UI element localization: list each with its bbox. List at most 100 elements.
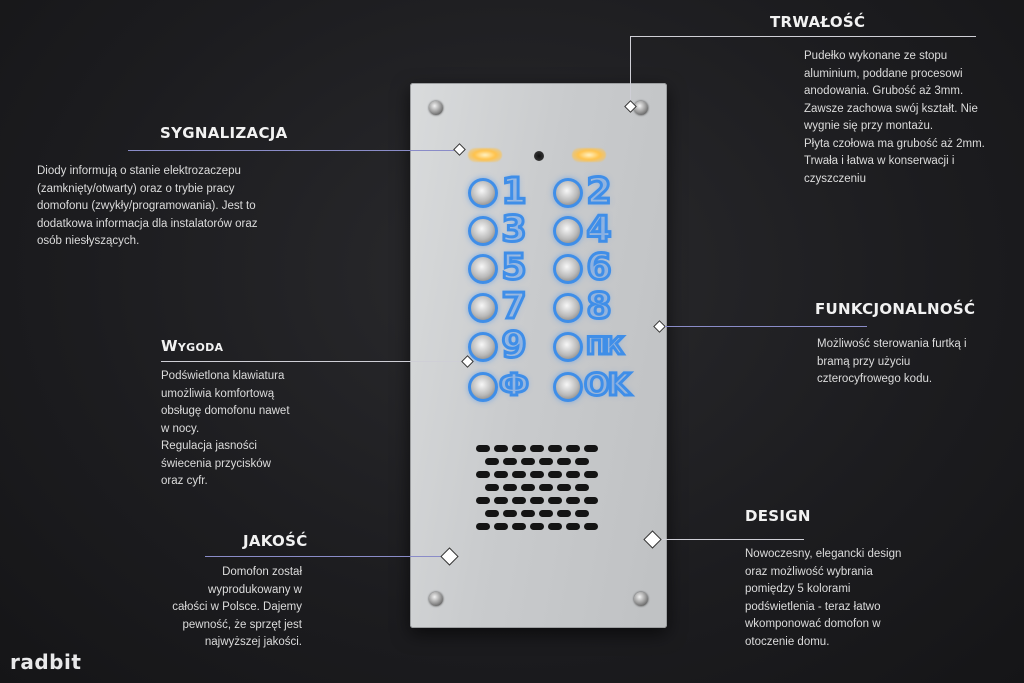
grill-slot: [539, 484, 553, 491]
key-7[interactable]: 7: [468, 285, 528, 328]
screw-top-left: [429, 101, 443, 115]
text-line: podświetlenia - teraz łatwo: [745, 600, 881, 613]
key-button[interactable]: [468, 293, 498, 323]
text-line: pomiędzy 5 kolorami: [745, 583, 851, 595]
text-line: wygnie się przy montażu.: [804, 120, 934, 132]
key-label: 7: [500, 285, 528, 328]
grill-slot: [530, 445, 544, 452]
key-label: 8: [585, 285, 613, 328]
key-label: 4: [585, 208, 613, 251]
grill-slot: [476, 523, 490, 530]
key-3[interactable]: 3: [468, 208, 528, 251]
grill-slot: [503, 510, 517, 517]
text-line: Możliwość sterowania furtką i: [817, 338, 967, 350]
text-line: całości w Polsce. Dajemy: [172, 601, 302, 613]
grill-slot: [503, 484, 517, 491]
key-ok[interactable]: OK: [553, 367, 632, 405]
speaker-grill: [476, 445, 600, 537]
callout-text-jakosc: Domofon został wyprodukowany w całości w…: [140, 564, 302, 652]
screw-bottom-right: [634, 592, 648, 606]
callout-text-trwalosc: Pudełko wykonane ze stopu aluminium, pod…: [804, 48, 1004, 188]
callout-text-funkcjonalnosc: Możliwość sterowania furtką i bramą przy…: [817, 336, 1007, 389]
key-9[interactable]: 9: [468, 324, 528, 367]
grill-slot: [485, 510, 499, 517]
grill-slot: [575, 484, 589, 491]
key-pk[interactable]: ПК: [553, 329, 625, 365]
callout-title-trwalosc: TRWAŁOŚĆ: [770, 13, 866, 31]
text-line: umożliwia komfortową: [161, 387, 275, 400]
key-button[interactable]: [553, 293, 583, 323]
key-button[interactable]: [468, 178, 498, 208]
key-label: 6: [585, 246, 613, 289]
key-button[interactable]: [553, 216, 583, 246]
grill-slot: [539, 510, 553, 517]
grill-slot: [566, 497, 580, 504]
text-line: Diody informują o stanie elektrozaczepu: [37, 165, 241, 177]
text-line: anodowania. Grubość aż 3mm.: [804, 85, 964, 97]
grill-slot: [494, 523, 508, 530]
connector-line: [630, 36, 631, 102]
text-line: otoczenie domu.: [745, 635, 830, 648]
grill-slot: [584, 497, 598, 504]
grill-slot: [557, 510, 571, 517]
key-label: 5: [500, 246, 528, 289]
brand-logo: radbit: [10, 650, 82, 674]
text-line: Zawsze zachowa swój kształt. Nie: [804, 102, 978, 115]
grill-slot: [476, 471, 490, 478]
callout-title-funkcjonalnosc: FUNKCJONALNOŚĆ: [815, 300, 976, 318]
text-line: wkomponować domofon w: [745, 618, 881, 630]
text-line: oraz cyfr.: [161, 475, 208, 487]
key-button[interactable]: [468, 332, 498, 362]
key-bell[interactable]: Ф: [468, 367, 531, 405]
key-label: 2: [585, 170, 613, 213]
key-button[interactable]: [553, 178, 583, 208]
text-line: oraz możliwość wybrania: [745, 565, 873, 578]
grill-slot: [521, 510, 535, 517]
text-line: obsługę domofonu nawet: [161, 405, 290, 417]
key-6[interactable]: 6: [553, 246, 613, 289]
callout-text-wygoda: Podświetlona klawiatura umożliwia komfor…: [161, 368, 321, 491]
key-button[interactable]: [553, 332, 583, 362]
callout-text-design: Nowoczesny, elegancki design oraz możliw…: [745, 546, 945, 651]
callout-title-jakosc: JAKOŚĆ: [243, 532, 308, 550]
text-line: Pudełko wykonane ze stopu: [804, 50, 948, 62]
callout-title-design: DESIGN: [745, 507, 811, 525]
grill-slot: [557, 484, 571, 491]
grill-slot: [512, 445, 526, 452]
connector-line: [665, 326, 867, 327]
grill-slot: [485, 484, 499, 491]
grill-slot: [530, 523, 544, 530]
grill-slot: [530, 497, 544, 504]
grill-slot: [584, 445, 598, 452]
callout-title-wygoda: Wygoda: [161, 337, 224, 355]
grill-slot: [584, 523, 598, 530]
key-1[interactable]: 1: [468, 170, 528, 213]
text-line: pewność, że sprzęt jest: [182, 618, 302, 631]
key-label: OK: [583, 367, 633, 405]
key-label: 9: [500, 324, 528, 367]
key-button[interactable]: [553, 254, 583, 284]
connector-line: [205, 556, 443, 557]
grill-slot: [512, 471, 526, 478]
grill-slot: [512, 523, 526, 530]
grill-slot: [548, 445, 562, 452]
text-line: Nowoczesny, elegancki design: [745, 548, 902, 560]
key-8[interactable]: 8: [553, 285, 613, 328]
key-button[interactable]: [468, 216, 498, 246]
key-4[interactable]: 4: [553, 208, 613, 251]
key-label: Ф: [498, 367, 531, 405]
key-2[interactable]: 2: [553, 170, 613, 213]
text-line: wyprodukowany w: [208, 583, 302, 596]
key-button[interactable]: [468, 254, 498, 284]
grill-slot: [521, 484, 535, 491]
key-button[interactable]: [468, 372, 498, 402]
text-line: Trwała i łatwa w konserwacji i: [804, 155, 955, 167]
key-button[interactable]: [553, 372, 583, 402]
text-line: domofonu (zwykły/programowania). Jest to: [37, 200, 256, 212]
camera-lens: [534, 151, 544, 161]
key-label: ПК: [585, 331, 626, 362]
screw-bottom-left: [429, 592, 443, 606]
connector-line: [128, 150, 454, 151]
status-led-right: [572, 148, 606, 162]
key-5[interactable]: 5: [468, 246, 528, 289]
